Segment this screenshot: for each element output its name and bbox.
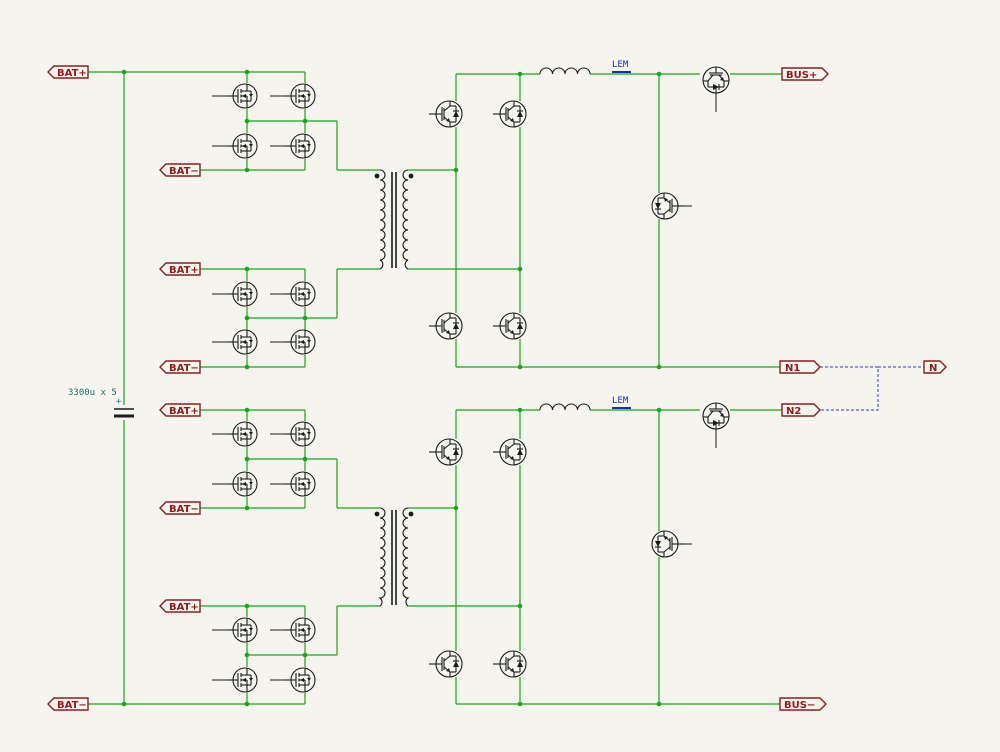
primary-mosfets — [226, 83, 316, 693]
capacitor-value: 3300u x 5 — [68, 388, 117, 398]
lem-label: LEM — [612, 60, 629, 70]
net-label-bus-plus[interactable]: BUS+ — [781, 67, 829, 81]
net-label-bat-plus-2[interactable]: BAT+ — [159, 262, 201, 276]
igbt — [492, 438, 527, 466]
mosfet — [284, 617, 316, 643]
igbt — [428, 312, 463, 340]
neutral-dashed-link — [820, 366, 924, 411]
inductor-top — [539, 67, 591, 75]
mosfet — [226, 667, 258, 693]
rectifier-igbts — [428, 100, 686, 678]
svg-text:N2: N2 — [786, 406, 801, 417]
net-label-n1[interactable]: N1 — [779, 360, 821, 374]
mosfet — [226, 133, 258, 159]
svg-text:BAT−: BAT− — [169, 166, 199, 177]
svg-text:BAT+: BAT+ — [169, 602, 199, 613]
net-label-bat-minus-2[interactable]: BAT− — [159, 360, 201, 374]
mosfet — [226, 281, 258, 307]
mosfet — [226, 617, 258, 643]
mosfet — [284, 329, 316, 355]
mosfet — [284, 667, 316, 693]
svg-text:BAT+: BAT+ — [169, 406, 199, 417]
mosfet — [226, 471, 258, 497]
net-label-bat-plus-4[interactable]: BAT+ — [159, 599, 201, 613]
igbt — [492, 312, 527, 340]
net-label-bat-minus-1[interactable]: BAT− — [159, 163, 201, 177]
mosfet — [284, 133, 316, 159]
net-label-bat-plus-top[interactable]: BAT+ — [47, 65, 89, 79]
igbt — [428, 650, 463, 678]
lem-sensor-bottom: LEM — [612, 396, 631, 409]
mosfet — [284, 471, 316, 497]
lem-label: LEM — [612, 396, 629, 406]
net-label-n[interactable]: N — [923, 360, 947, 374]
svg-text:N: N — [929, 363, 937, 374]
junctions — [121, 69, 662, 707]
net-label-n2[interactable]: N2 — [781, 403, 821, 417]
capacitor-polarity: + — [116, 397, 122, 407]
svg-text:BUS+: BUS+ — [786, 70, 817, 81]
wires — [88, 71, 782, 705]
net-label-bat-minus-bottom[interactable]: BAT− — [47, 697, 89, 711]
svg-text:N1: N1 — [785, 363, 800, 374]
output-igbts — [702, 66, 730, 430]
net-label-bus-minus[interactable]: BUS− — [779, 697, 827, 711]
igbt-gate-leads — [678, 88, 717, 545]
transformer-bottom — [374, 507, 414, 607]
mosfet — [226, 83, 258, 109]
svg-text:BAT+: BAT+ — [169, 265, 199, 276]
svg-text:BAT−: BAT− — [169, 363, 199, 374]
gate-leads — [212, 95, 286, 681]
capacitor-bank: + 3300u x 5 — [68, 388, 134, 418]
inductor-bottom — [539, 403, 591, 411]
mosfet — [284, 421, 316, 447]
svg-text:BUS−: BUS− — [784, 700, 815, 711]
igbt — [428, 100, 463, 128]
svg-text:BAT+: BAT+ — [57, 68, 87, 79]
lem-sensor-top: LEM — [612, 60, 631, 73]
transformer-top — [374, 169, 414, 270]
igbt — [492, 650, 527, 678]
net-label-bat-minus-3[interactable]: BAT− — [159, 501, 201, 515]
mosfet — [226, 421, 258, 447]
igbt — [428, 438, 463, 466]
mosfet — [284, 281, 316, 307]
svg-text:BAT−: BAT− — [169, 504, 199, 515]
mosfet — [226, 329, 258, 355]
igbt — [492, 100, 527, 128]
net-label-bat-plus-3[interactable]: BAT+ — [159, 403, 201, 417]
mosfet — [284, 83, 316, 109]
svg-text:BAT−: BAT− — [57, 700, 87, 711]
